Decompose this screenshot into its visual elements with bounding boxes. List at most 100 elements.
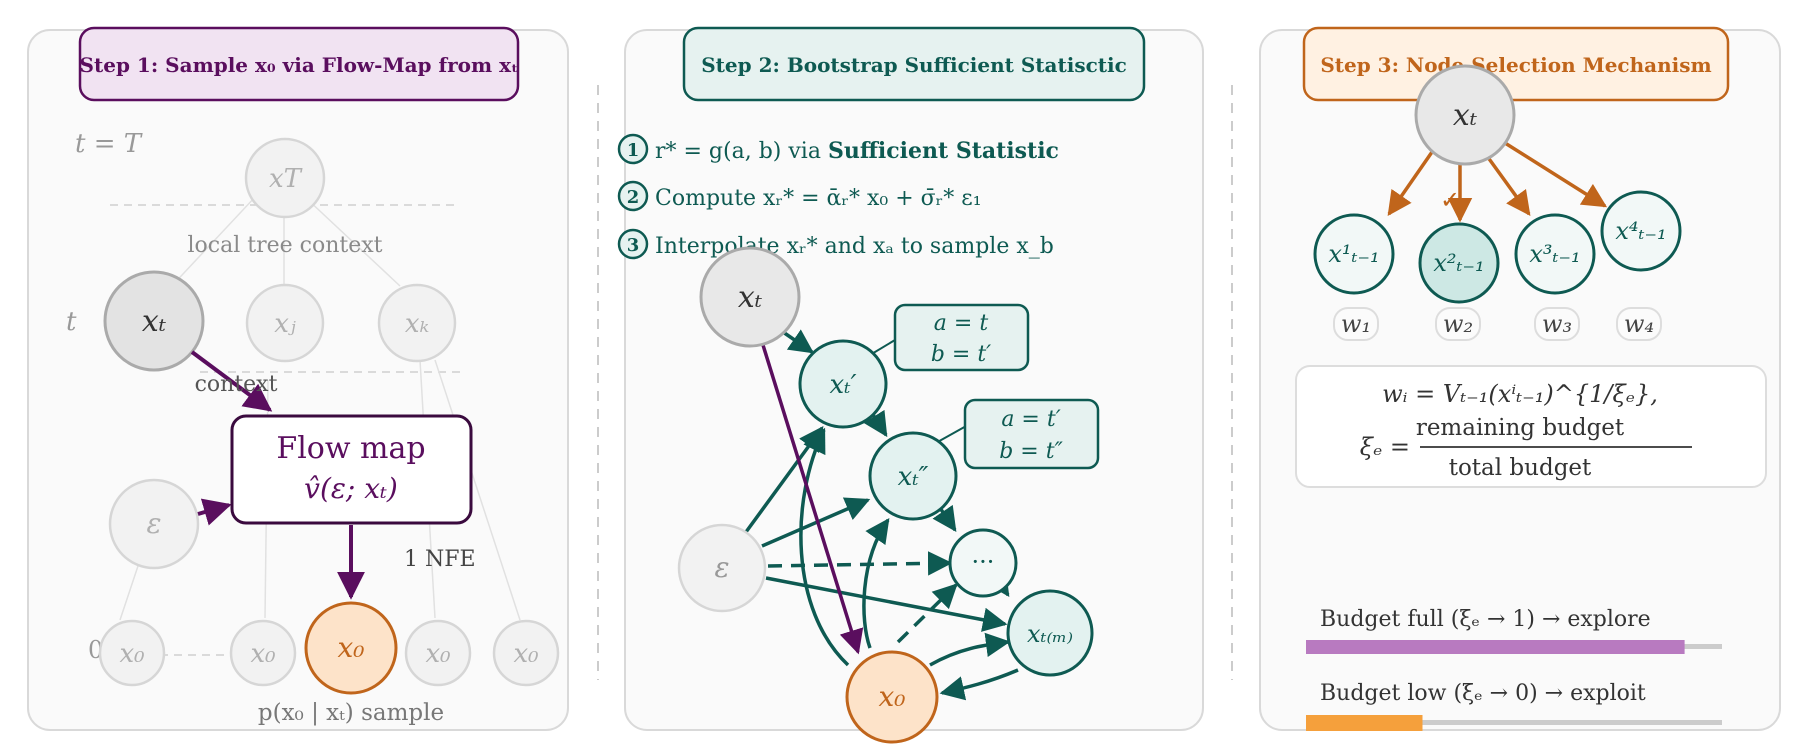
nfe-label: 1 NFE bbox=[404, 547, 476, 572]
svg-text:xT: xT bbox=[269, 164, 303, 194]
budget-low-bar bbox=[1306, 715, 1423, 731]
svg-text:xⱼ: xⱼ bbox=[274, 309, 296, 339]
svg-text:x⁴ₜ₋₁: x⁴ₜ₋₁ bbox=[1615, 217, 1666, 245]
node3-child-3: x³ₜ₋₁ bbox=[1514, 213, 1596, 295]
node-xj: xⱼ bbox=[245, 283, 325, 363]
svg-text:Interpolate xᵣ* and xₐ to samp: Interpolate xᵣ* and xₐ to sample x_b bbox=[655, 234, 1054, 259]
svg-text:x³ₜ₋₁: x³ₜ₋₁ bbox=[1529, 240, 1580, 268]
flow-map-box bbox=[230, 414, 473, 525]
formula-box: wᵢ = Vₜ₋₁(xⁱₜ₋₁)^{1/ξₑ}, ξₑ = remaining … bbox=[1295, 365, 1767, 488]
step2-title-box bbox=[682, 26, 1146, 102]
edge-x0-xt2 bbox=[862, 517, 890, 649]
step2-item-2: 2 Compute xᵣ* = ᾱᵣ* x₀ + σ̄ᵣ* ε₁ bbox=[617, 180, 982, 212]
svg-text:r* = g(a, b) via Sufficient St: r* = g(a, b) via Sufficient Statistic bbox=[655, 138, 1059, 164]
node-xk: xₖ bbox=[377, 283, 457, 363]
node2-xt2: xₜ″ bbox=[868, 431, 958, 521]
budget-full-bar bbox=[1306, 640, 1685, 654]
node2-dots: ··· bbox=[948, 528, 1018, 598]
svg-text:ε: ε bbox=[146, 507, 161, 540]
svg-text:x₀: x₀ bbox=[513, 639, 539, 669]
svg-text:2: 2 bbox=[627, 187, 640, 208]
svg-text:w₄: w₄ bbox=[1624, 310, 1654, 338]
node-x0-sample: x₀ bbox=[304, 601, 398, 695]
formula-xi-lhs: ξₑ = bbox=[1360, 433, 1410, 461]
t-level-label: t bbox=[66, 307, 77, 337]
context-label: context bbox=[195, 372, 278, 397]
weight-w3: w₃ bbox=[1534, 307, 1580, 341]
node-xt: xₜ bbox=[103, 270, 205, 372]
panel-step3: Step 3: Node Selection Mechanism ✓ xₜ x¹… bbox=[1259, 26, 1781, 731]
formula-weight: wᵢ = Vₜ₋₁(xⁱₜ₋₁)^{1/ξₑ}, bbox=[1382, 380, 1658, 408]
svg-text:x²ₜ₋₁: x²ₜ₋₁ bbox=[1433, 249, 1484, 277]
node2-xtm: xₜ₍ₘ₎ bbox=[1006, 589, 1094, 677]
edge-x0-dots-dashed bbox=[896, 583, 958, 644]
svg-text:x¹ₜ₋₁: x¹ₜ₋₁ bbox=[1328, 240, 1379, 268]
leaf-x0-1: x₀ bbox=[98, 619, 166, 687]
svg-text:a = t′: a = t′ bbox=[1001, 407, 1060, 432]
weight-w2: w₂ bbox=[1435, 307, 1481, 341]
edge-eps-dots-dashed bbox=[767, 551, 953, 576]
svg-text:xₜ: xₜ bbox=[738, 280, 763, 315]
node2-xt: xₜ bbox=[699, 246, 801, 348]
panel-step2: Step 2: Bootstrap Sufficient Statisctic … bbox=[617, 26, 1204, 744]
leaf-x0-5: x₀ bbox=[492, 619, 560, 687]
step3-title: Step 3: Node Selection Mechanism bbox=[1320, 53, 1711, 77]
svg-text:x₀: x₀ bbox=[119, 639, 145, 669]
svg-text:xₜ″: xₜ″ bbox=[898, 462, 929, 492]
sample-caption: p(x₀ | xₜ) sample bbox=[258, 700, 444, 726]
local-tree-context-label: local tree context bbox=[188, 233, 383, 258]
check-mark: ✓ bbox=[1440, 186, 1460, 214]
edge-root-c1 bbox=[1387, 151, 1434, 217]
svg-text:ε: ε bbox=[714, 551, 729, 584]
weight-w4: w₄ bbox=[1616, 307, 1662, 341]
svg-text:w₂: w₂ bbox=[1443, 310, 1473, 338]
node3-child-2-selected: x²ₜ₋₁ bbox=[1418, 222, 1500, 304]
edge-x0-xt1 bbox=[799, 427, 850, 667]
step1-title-box bbox=[78, 26, 520, 102]
budget-low-track bbox=[1306, 720, 1722, 725]
arrow-eps-to-flowmap bbox=[197, 498, 232, 526]
param-box-1: a = t b = t′ bbox=[893, 303, 1030, 372]
svg-text:1: 1 bbox=[627, 140, 640, 161]
svg-text:b = t′: b = t′ bbox=[931, 342, 991, 367]
step2-title: Step 2: Bootstrap Sufficient Statisctic bbox=[701, 53, 1127, 77]
svg-text:x₀: x₀ bbox=[250, 639, 276, 669]
edge-root-c4 bbox=[1504, 141, 1608, 208]
svg-text:xₜ: xₜ bbox=[142, 304, 167, 339]
param-box-2: a = t′ b = t″ bbox=[963, 398, 1100, 470]
node-epsilon: ε bbox=[108, 478, 200, 570]
step1-title: Step 1: Sample x₀ via Flow-Map from xₜ bbox=[80, 53, 519, 77]
step2-item-1: 1 r* = g(a, b) via Sufficient Statistic bbox=[617, 133, 1059, 165]
flow-map-formula: v̂(ε; xₜ) bbox=[304, 472, 398, 505]
edge-root-c3 bbox=[1485, 154, 1531, 216]
weight-w1: w₁ bbox=[1333, 307, 1379, 341]
svg-text:···: ··· bbox=[972, 548, 995, 576]
node2-eps: ε bbox=[677, 523, 767, 613]
edge-xt-x0-purple bbox=[761, 344, 864, 655]
flow-map-title: Flow map bbox=[276, 431, 425, 466]
svg-text:b = t″: b = t″ bbox=[999, 439, 1063, 464]
budget-low-label: Budget low (ξₑ → 0) → exploit bbox=[1320, 681, 1646, 706]
node3-child-1: x¹ₜ₋₁ bbox=[1313, 213, 1395, 295]
svg-text:xₜ′: xₜ′ bbox=[830, 370, 857, 400]
svg-text:x₀: x₀ bbox=[337, 631, 364, 664]
svg-text:xₜ: xₜ bbox=[1453, 98, 1478, 133]
svg-text:3: 3 bbox=[627, 235, 640, 256]
arrow-xt-to-flowmap bbox=[190, 350, 273, 412]
panel-step1: Step 1: Sample x₀ via Flow-Map from xₜ t… bbox=[27, 26, 569, 731]
node2-xt1: xₜ′ bbox=[798, 339, 888, 429]
edge-xt-xt1 bbox=[782, 329, 815, 354]
step3-title-box bbox=[1302, 26, 1730, 102]
node-xT: xT bbox=[244, 137, 326, 219]
node3-root: xₜ bbox=[1414, 64, 1516, 166]
budget-full-label: Budget full (ξₑ → 1) → explore bbox=[1320, 607, 1651, 632]
svg-text:x₀: x₀ bbox=[425, 639, 451, 669]
formula-xi-den: total budget bbox=[1449, 455, 1592, 481]
leaf-x0-4: x₀ bbox=[404, 619, 472, 687]
svg-text:a = t: a = t bbox=[934, 311, 989, 336]
edge-xtm-x0 bbox=[939, 668, 1019, 701]
edge-x0-xtm bbox=[929, 632, 1011, 667]
node2-x0: x₀ bbox=[845, 650, 939, 744]
svg-text:w₃: w₃ bbox=[1542, 310, 1572, 338]
